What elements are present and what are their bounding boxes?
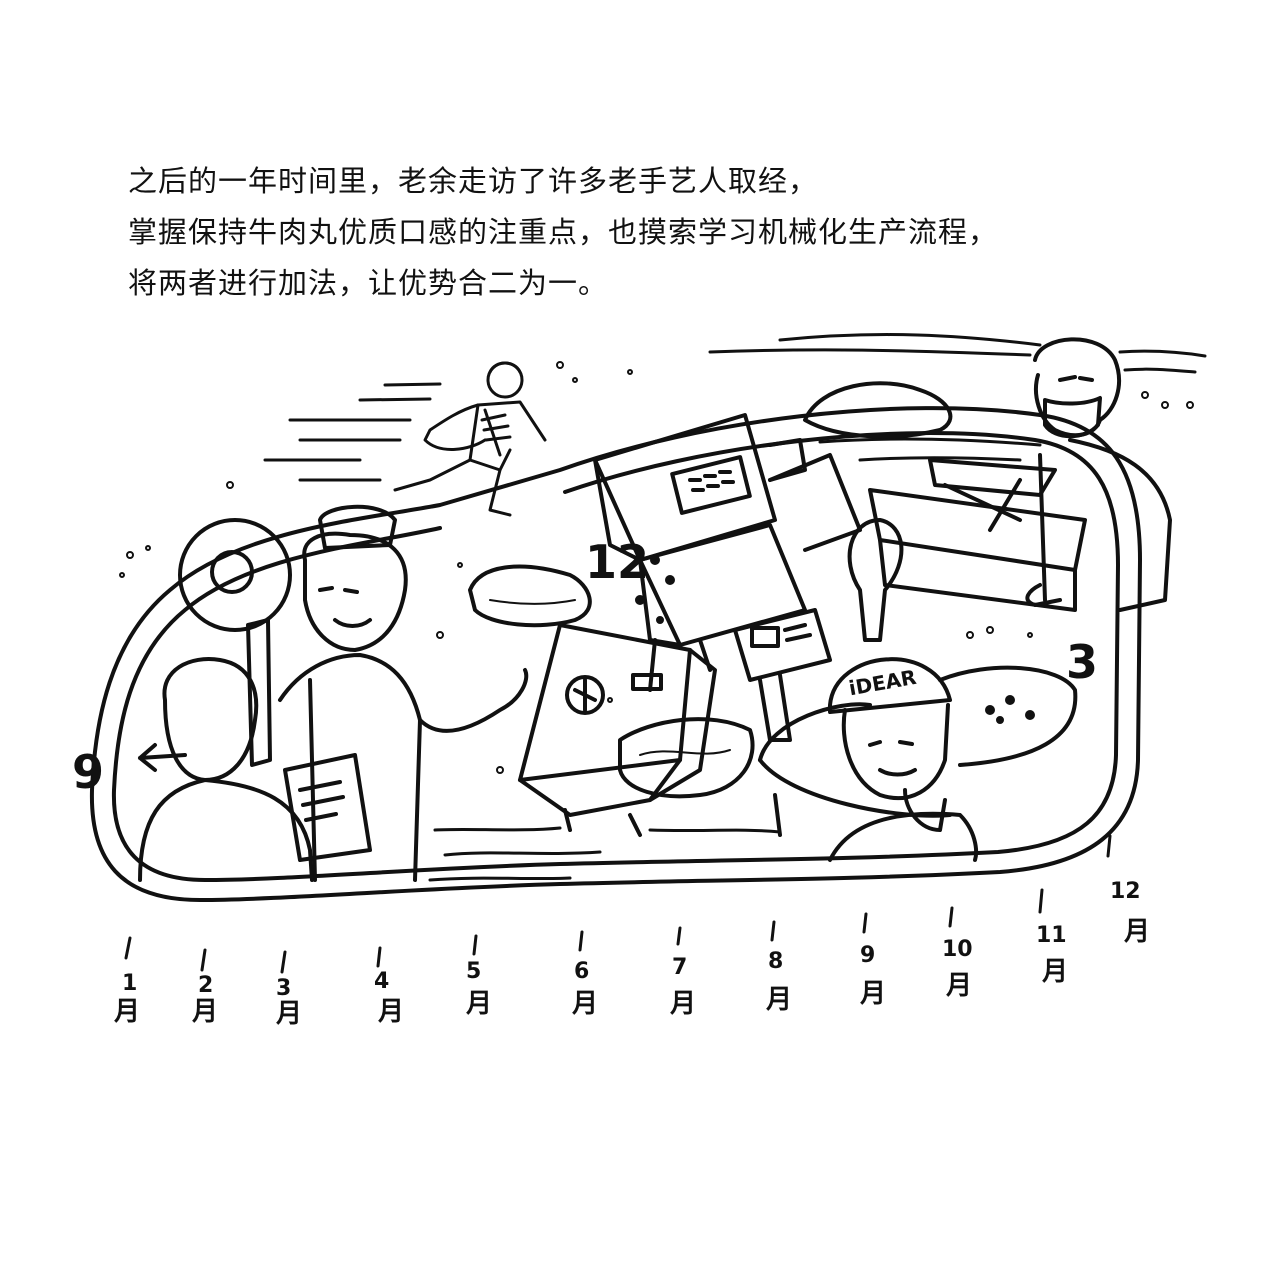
month-number: 8 (768, 949, 783, 974)
month-number: 5 (466, 959, 481, 984)
month-number: 4 (374, 969, 389, 994)
month-unit: 月 (113, 997, 140, 1027)
month-unit: 月 (377, 997, 404, 1027)
apprentice (138, 657, 372, 882)
meat-pieces (468, 381, 953, 799)
clock-track (89, 406, 1142, 902)
sparkle-dots (119, 361, 1194, 774)
month-number: 10 (942, 937, 973, 962)
month-number: 12 (1110, 879, 1141, 904)
old-man (278, 504, 529, 882)
month-unit: 月 (571, 989, 598, 1019)
month-number: 7 (672, 955, 687, 980)
month-number: 9 (860, 943, 875, 968)
month-ticks (124, 834, 1112, 974)
month-unit: 月 (945, 971, 972, 1001)
clock-number-9: 9 (72, 745, 104, 799)
month-unit: 月 (191, 997, 218, 1027)
month-labels: 1 月 2 月 3 月 4 月 5 月 6 月 7 月 8 月 9 月 10 月… (113, 879, 1150, 1029)
month-number: 6 (574, 959, 589, 984)
month-unit: 月 (765, 985, 792, 1015)
month-unit: 月 (1123, 917, 1150, 947)
bowl (758, 665, 1078, 837)
caption-line-1: 之后的一年时间里，老余走访了许多老手艺人取经， (128, 164, 819, 198)
grinder-machine (518, 623, 717, 837)
masked-man (1025, 337, 1172, 612)
caption-line-3: 将两者进行加法，让优势合二为一。 (128, 266, 609, 300)
control-box (733, 608, 832, 742)
month-number: 1 (122, 971, 137, 996)
tray (868, 458, 1087, 612)
helmet-text: iDEAR (847, 665, 918, 700)
helmet-worker (828, 518, 979, 862)
month-unit: 月 (465, 989, 492, 1019)
month-number: 11 (1036, 923, 1067, 948)
stand (178, 518, 292, 767)
month-unit: 月 (859, 979, 886, 1009)
clock-number-12: 12 (585, 535, 649, 589)
machine-top (593, 413, 862, 692)
month-unit: 月 (1041, 957, 1068, 987)
month-unit: 月 (669, 989, 696, 1019)
clock-number-3: 3 (1066, 635, 1098, 689)
arrow-icon (138, 743, 187, 772)
running-man (393, 361, 547, 517)
month-number: 2 (198, 973, 213, 998)
ribbon-lines (428, 333, 1207, 882)
caption-line-2: 掌握保持牛肉丸优质口感的注重点，也摸索学习机械化生产流程， (128, 215, 999, 249)
month-number: 3 (276, 976, 291, 1001)
speed-lines (263, 382, 442, 482)
month-unit: 月 (275, 999, 302, 1029)
caption-block: 之后的一年时间里，老余走访了许多老手艺人取经， 掌握保持牛肉丸优质口感的注重点，… (128, 156, 1028, 309)
